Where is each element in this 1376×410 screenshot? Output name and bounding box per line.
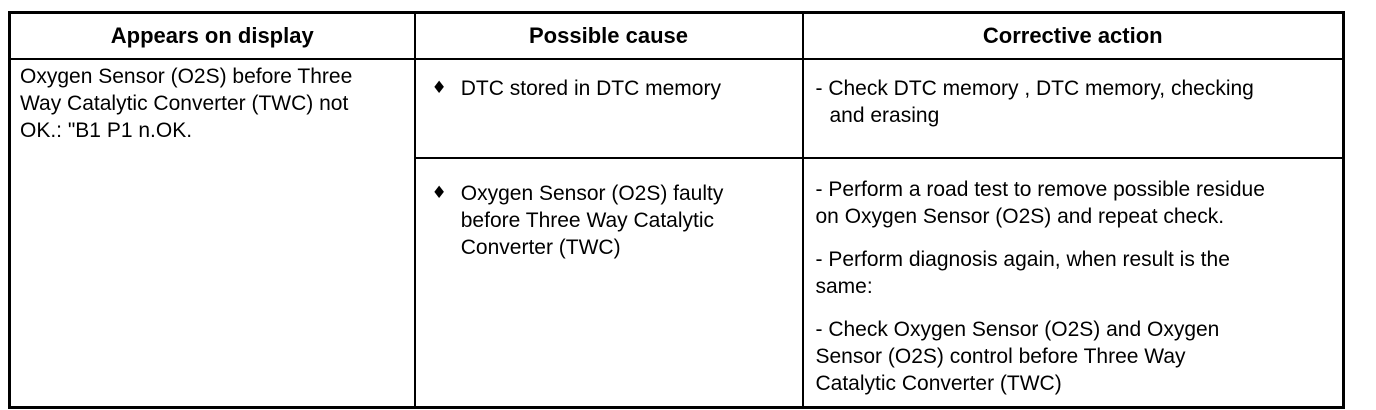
action-cell: - Perform a road test to remove possible…	[801, 157, 1345, 408]
table-row: ♦ Oxygen Sensor (O2S) faulty before Thre…	[10, 157, 1345, 408]
cause-cell: ♦ DTC stored in DTC memory	[413, 58, 804, 159]
cause-text: Oxygen Sensor (O2S) faulty before Three …	[460, 182, 724, 259]
action-paragraph: - Check Oxygen Sensor (O2S) and Oxygen S…	[815, 318, 1220, 395]
cause-item: ♦ DTC stored in DTC memory	[432, 75, 794, 102]
action-cell: - Check DTC memory , DTC memory, checkin…	[801, 58, 1345, 159]
diagnostic-table: Appears on display Possible cause Correc…	[8, 11, 1345, 409]
display-message-cell: Oxygen Sensor (O2S) before Three Way Cat…	[8, 58, 416, 408]
diamond-bullet-icon: ♦	[431, 183, 447, 203]
header-possible-cause: Possible cause	[413, 11, 804, 60]
cause-item: ♦ Oxygen Sensor (O2S) faulty before Thre…	[432, 180, 794, 261]
cause-text: DTC stored in DTC memory	[460, 77, 721, 100]
diamond-bullet-icon: ♦	[431, 78, 447, 98]
header-corrective-action: Corrective action	[801, 11, 1345, 60]
action-paragraph: - Check DTC memory , DTC memory, checkin…	[815, 77, 1254, 127]
cause-cell: ♦ Oxygen Sensor (O2S) faulty before Thre…	[413, 157, 804, 408]
action-paragraph: - Perform a road test to remove possible…	[815, 178, 1265, 228]
table-row: Oxygen Sensor (O2S) before Three Way Cat…	[8, 58, 1345, 408]
table-header-row: Appears on display Possible cause Correc…	[8, 11, 1345, 60]
header-appears-on-display: Appears on display	[8, 11, 416, 60]
action-paragraph: - Perform diagnosis again, when result i…	[815, 248, 1230, 298]
